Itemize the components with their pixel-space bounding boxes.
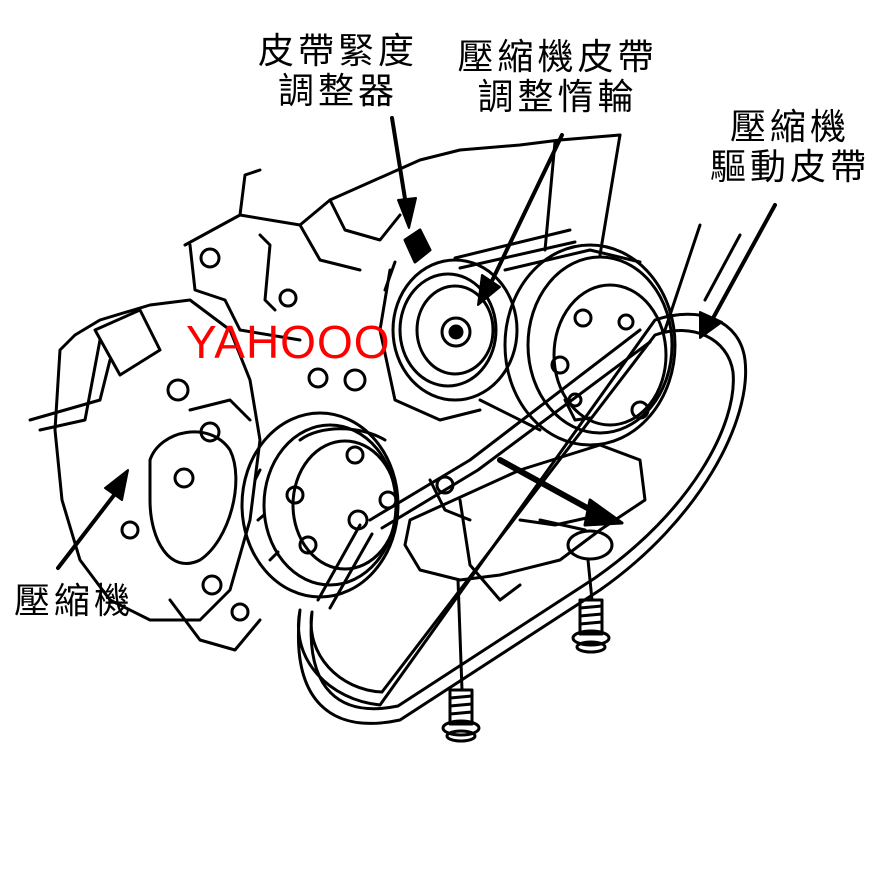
tensioner-leader [390,116,408,207]
watermark-text: YAHOOO [186,316,391,368]
idler-pulley [378,228,519,422]
belt-leader [710,203,777,322]
compressor-drive-belt [297,312,748,725]
drive-belt-label: 壓縮機 驅動皮帶 [700,108,880,188]
compressor-pulley [240,411,400,599]
leader-arrows [56,116,777,570]
tensioner-label-line2: 調整器 [277,71,398,112]
compressor-leader [56,488,120,570]
idler-label: 壓縮機皮帶 調整惰輪 [450,38,665,118]
bolt-lower-right [571,558,611,654]
engine-bracket [183,133,742,392]
idler-leader [488,133,564,287]
compressor-label: 壓縮機 [14,581,135,622]
tensioner-label: 皮帶緊度 調整器 [248,32,428,112]
adjust-direction-arrow [497,457,624,527]
bolt-lower-left [441,578,481,743]
drive-pulley [503,243,677,447]
upper-belt [453,228,577,432]
compressor-body [28,298,262,652]
adjust-bracket [403,392,647,602]
drive-belt-label-line2: 驅動皮帶 [709,147,870,188]
idler-label-line2: 調整惰輪 [477,77,638,118]
tensioner-label-line1: 皮帶緊度 [257,31,418,72]
drive-belt-label-line1: 壓縮機 [729,107,850,148]
idler-label-line1: 壓縮機皮帶 [457,37,658,78]
